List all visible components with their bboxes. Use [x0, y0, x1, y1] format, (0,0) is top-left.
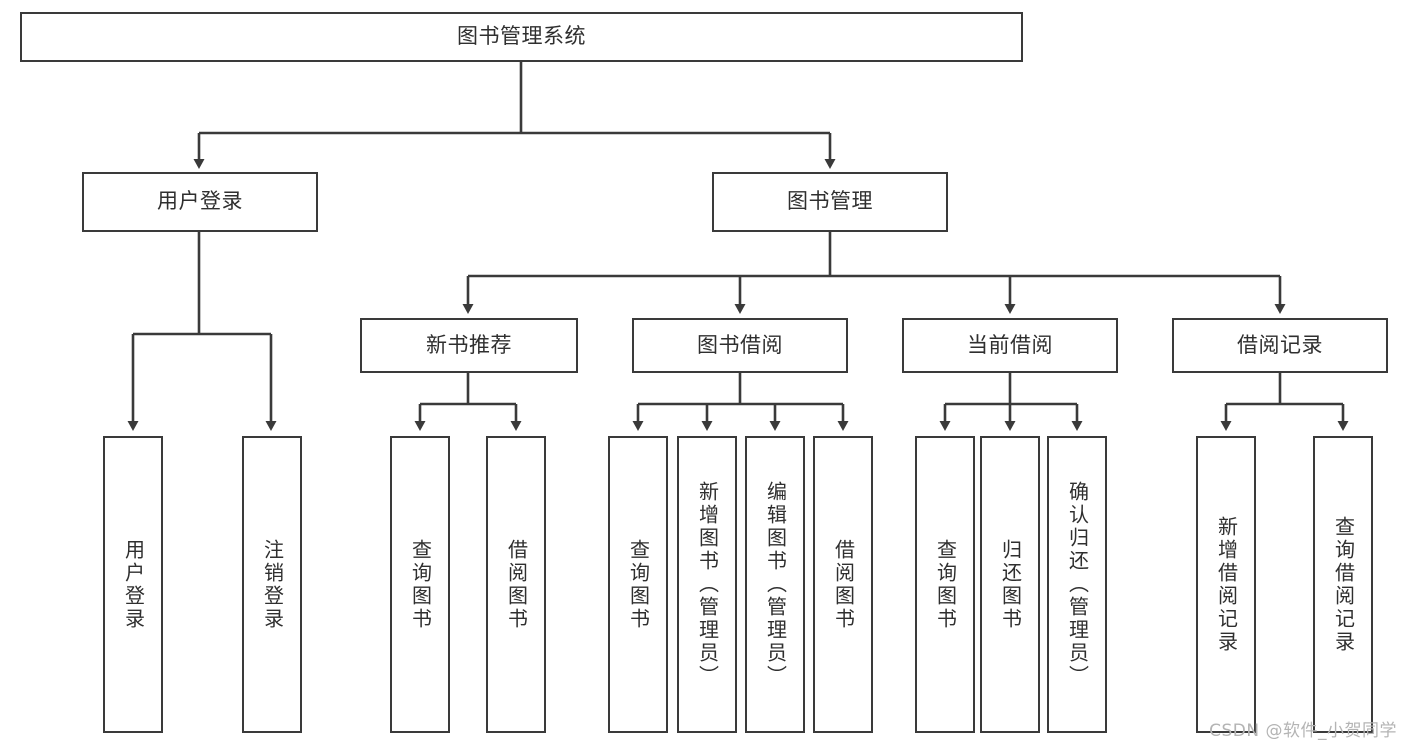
node-label: 新增图书（管理员） — [695, 481, 720, 688]
leaf-logout[interactable]: 注销登录 — [242, 436, 302, 733]
leaf-user-login[interactable]: 用户登录 — [103, 436, 163, 733]
leaf-borrow-book[interactable]: 借阅图书 — [813, 436, 873, 733]
leaf-return-book[interactable]: 归还图书 — [980, 436, 1040, 733]
leaf-add-book-admin[interactable]: 新增图书（管理员） — [677, 436, 737, 733]
node-book-manage[interactable]: 图书管理 — [712, 172, 948, 232]
leaf-add-borrow-record[interactable]: 新增借阅记录 — [1196, 436, 1256, 733]
node-label: 借阅图书 — [831, 538, 856, 631]
node-current-borrow[interactable]: 当前借阅 — [902, 318, 1118, 373]
node-label: 当前借阅 — [967, 332, 1053, 357]
leaf-query-book-borrow[interactable]: 查询图书 — [608, 436, 668, 733]
leaf-query-borrow-record[interactable]: 查询借阅记录 — [1313, 436, 1373, 733]
node-root-图书管理系统[interactable]: 图书管理系统 — [20, 12, 1023, 62]
node-label: 确认归还（管理员） — [1065, 481, 1090, 688]
node-label: 借阅图书 — [504, 538, 529, 631]
leaf-edit-book-admin[interactable]: 编辑图书（管理员） — [745, 436, 805, 733]
node-label: 查询借阅记录 — [1331, 515, 1356, 654]
csdn-watermark: CSDN @软件_小贺同学 — [1209, 721, 1397, 741]
node-label: 新书推荐 — [426, 332, 512, 357]
node-label: 新增借阅记录 — [1214, 515, 1239, 654]
leaf-query-book-recommend[interactable]: 查询图书 — [390, 436, 450, 733]
node-book-borrow[interactable]: 图书借阅 — [632, 318, 848, 373]
node-label: 借阅记录 — [1237, 332, 1323, 357]
node-label: 用户登录 — [121, 538, 146, 631]
node-new-book-recommend[interactable]: 新书推荐 — [360, 318, 578, 373]
node-label: 图书借阅 — [697, 332, 783, 357]
node-label: 用户登录 — [157, 189, 243, 214]
leaf-confirm-return-admin[interactable]: 确认归还（管理员） — [1047, 436, 1107, 733]
node-label: 图书管理系统 — [457, 24, 586, 49]
node-user-login[interactable]: 用户登录 — [82, 172, 318, 232]
leaf-query-book-current[interactable]: 查询图书 — [915, 436, 975, 733]
node-label: 查询图书 — [626, 538, 651, 631]
leaf-borrow-book-recommend[interactable]: 借阅图书 — [486, 436, 546, 733]
node-label: 图书管理 — [787, 189, 873, 214]
node-label: 查询图书 — [408, 538, 433, 631]
node-label: 归还图书 — [998, 538, 1023, 631]
node-borrow-record[interactable]: 借阅记录 — [1172, 318, 1388, 373]
node-label: 编辑图书（管理员） — [763, 481, 788, 688]
node-label: 查询图书 — [933, 538, 958, 631]
node-label: 注销登录 — [260, 538, 285, 631]
